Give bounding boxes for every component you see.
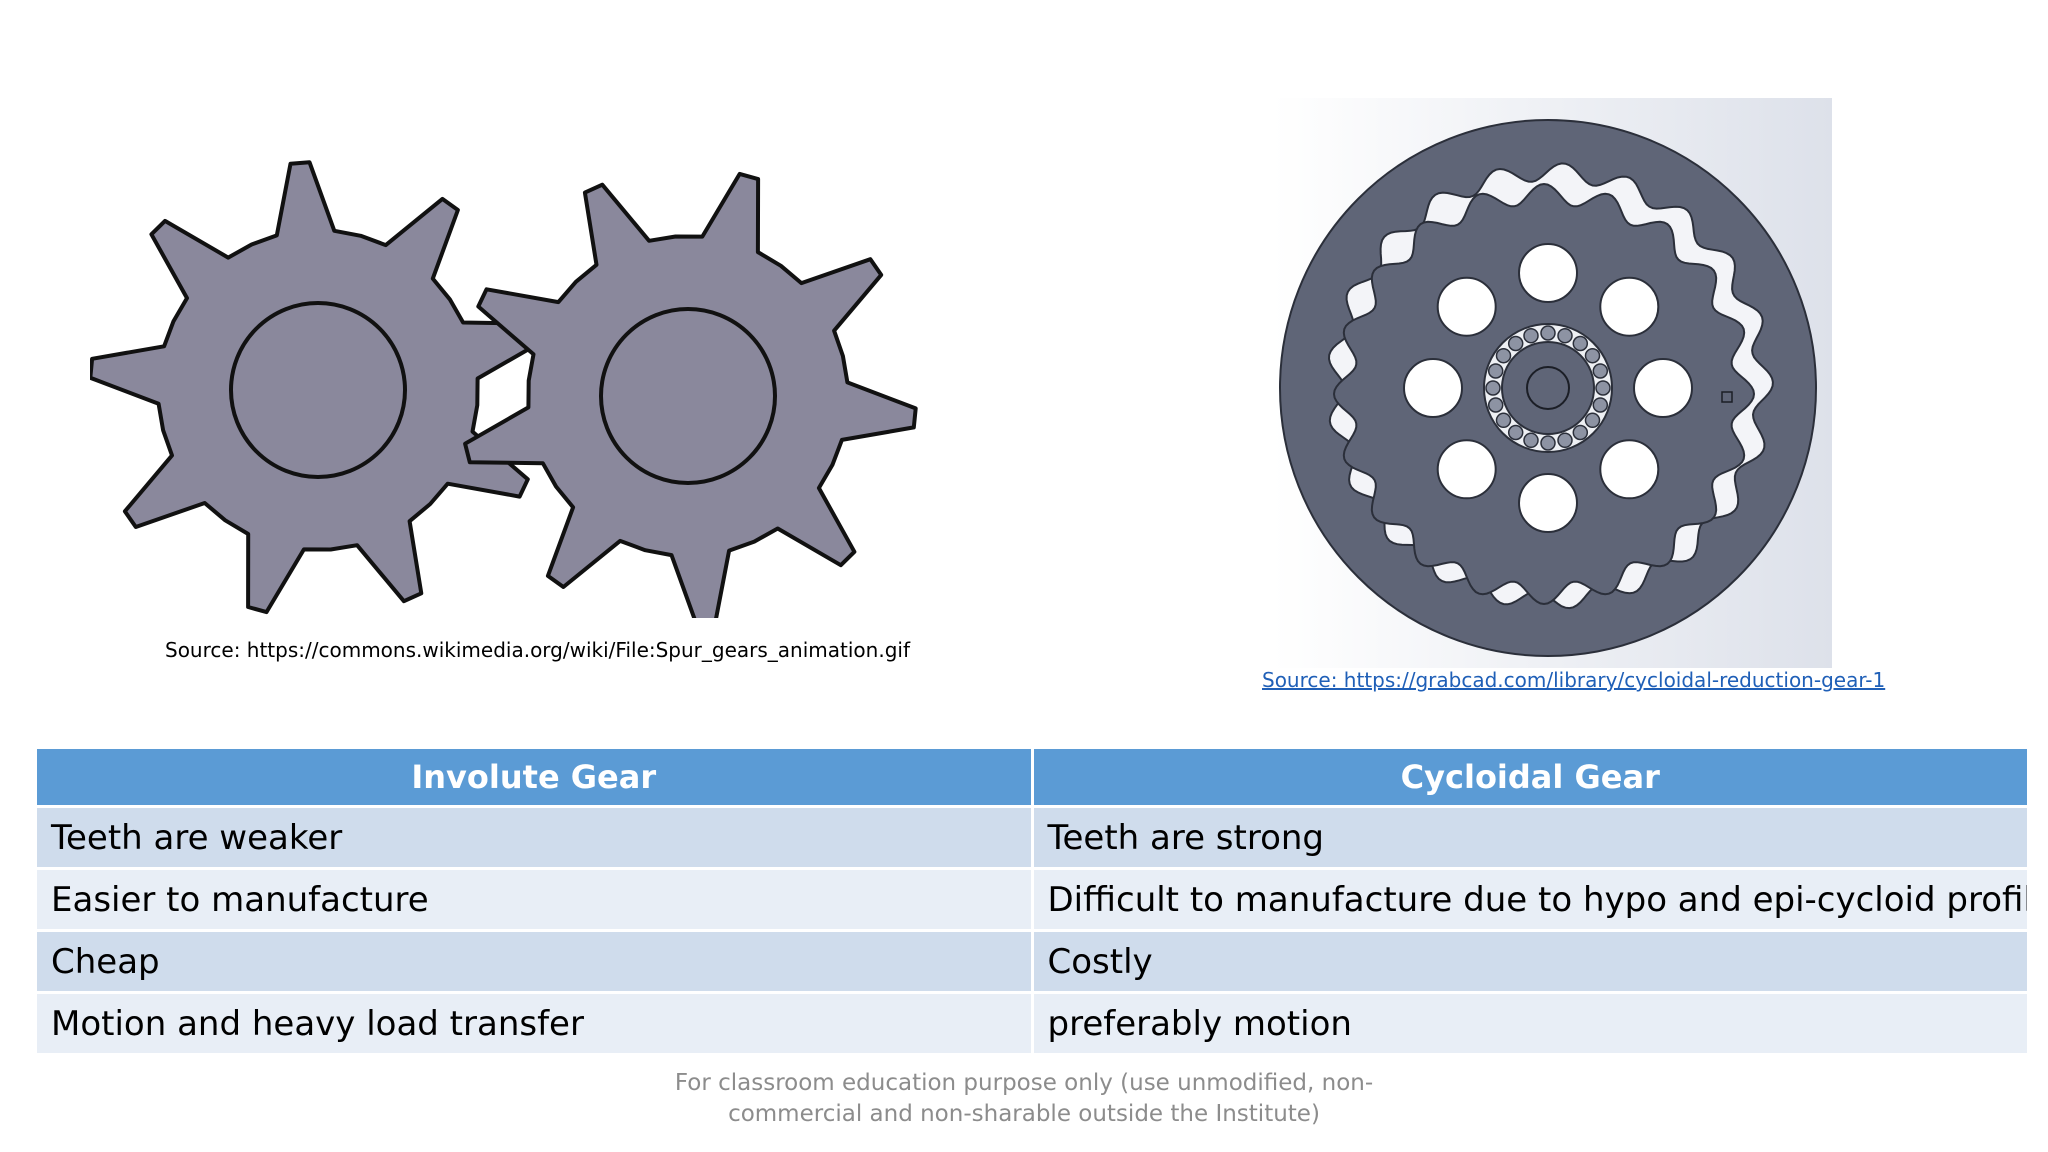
bearing-rollers (1485, 325, 1611, 451)
bearing-roller (1540, 325, 1556, 341)
bearing-roller (1557, 432, 1573, 449)
output-pin-hole (1403, 358, 1463, 418)
cycloidal-cell: preferably motion (1033, 994, 2027, 1053)
involute-cell: Teeth are weaker (37, 808, 1031, 867)
header-cycloidal-gear: Cycloidal Gear (1033, 749, 2027, 805)
cycloid-output-holes (1403, 243, 1693, 533)
table-header-row: Involute Gear Cycloidal Gear (37, 749, 2027, 805)
footer-disclaimer: For classroom education purpose only (us… (524, 1068, 1524, 1130)
cycloidal-cell: Teeth are strong (1033, 808, 2027, 867)
table-row: Easier to manufacture Difficult to manuf… (37, 870, 2027, 929)
spur-gear-right (463, 171, 918, 618)
output-pin-hole (1599, 439, 1660, 500)
bearing-roller (1495, 347, 1512, 364)
output-pin-hole (1599, 276, 1660, 337)
output-pin-hole (1436, 439, 1497, 500)
right-figure-source-link[interactable]: Source: https://grabcad.com/library/cycl… (1262, 668, 1886, 692)
cycloidal-gear-illustration (1272, 98, 1832, 668)
bearing-roller (1507, 335, 1524, 352)
bearing-roller (1572, 424, 1589, 441)
bearing-roller (1592, 397, 1609, 413)
output-pin-hole (1436, 276, 1497, 337)
marker-square (1721, 391, 1733, 403)
involute-cell: Easier to manufacture (37, 870, 1031, 929)
footer-line-2: commercial and non-sharable outside the … (728, 1101, 1320, 1127)
output-pin-hole (1633, 358, 1693, 418)
table-row: Teeth are weaker Teeth are strong (37, 808, 2027, 867)
bearing-roller (1487, 363, 1504, 379)
spur-gears-illustration (90, 160, 918, 618)
bearing-roller (1540, 435, 1556, 451)
bearing-roller (1584, 347, 1601, 364)
involute-cell: Motion and heavy load transfer (37, 994, 1031, 1053)
left-figure-source-caption: Source: https://commons.wikimedia.org/wi… (165, 638, 910, 662)
spur-gear-left (90, 160, 543, 615)
table-row: Motion and heavy load transfer preferabl… (37, 994, 2027, 1053)
output-pin-hole (1518, 473, 1578, 533)
bearing-roller (1487, 397, 1504, 413)
bearing-roller (1572, 335, 1589, 352)
gear-comparison-table: Involute Gear Cycloidal Gear Teeth are w… (34, 746, 2030, 1056)
header-involute-gear: Involute Gear (37, 749, 1031, 805)
footer-line-1: For classroom education purpose only (us… (674, 1070, 1374, 1096)
bearing-roller (1523, 327, 1539, 344)
involute-cell: Cheap (37, 932, 1031, 991)
cycloidal-cell: Costly (1033, 932, 2027, 991)
output-pin-hole (1518, 243, 1578, 303)
bearing-roller (1507, 424, 1524, 441)
bearing-roller (1523, 432, 1539, 449)
spur-gear-right-hub (599, 307, 777, 485)
bearing-roller (1557, 327, 1573, 344)
input-shaft-bore (1526, 366, 1570, 410)
bearing-roller (1595, 380, 1611, 396)
bearing-roller (1485, 380, 1501, 396)
bearing-roller (1592, 363, 1609, 379)
bearing-roller (1584, 412, 1601, 429)
cycloidal-cell: Difficult to manufacture due to hypo and… (1033, 870, 2027, 929)
spur-gear-left-hub (229, 301, 407, 479)
table-row: Cheap Costly (37, 932, 2027, 991)
bearing-roller (1495, 412, 1512, 429)
